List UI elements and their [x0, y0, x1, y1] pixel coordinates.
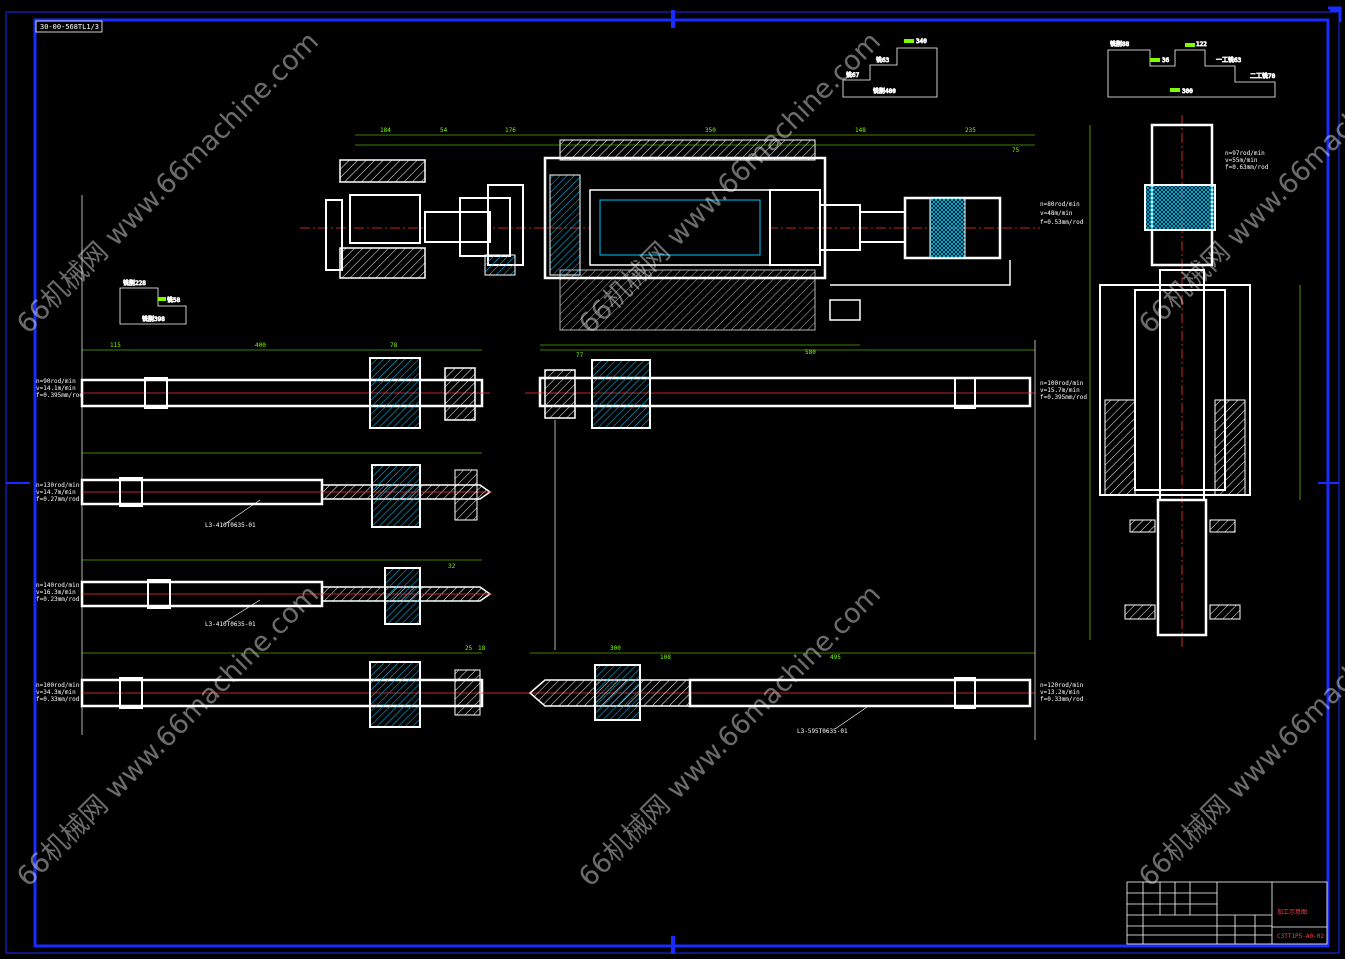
surface-annotation-top-right: 铣削88 122 36 一工铣63 二工铣70 300: [1107, 40, 1276, 98]
svg-text:v=15.7m/min: v=15.7m/min: [1040, 387, 1080, 394]
tool-row-1: 115 400 78 77 n=90rod/min v=14.1m/min f=…: [36, 342, 1087, 429]
svg-text:75: 75: [1012, 147, 1020, 154]
drawing-code-text: 30-00-568TL1/3: [40, 23, 99, 31]
svg-text:n=100rod/min: n=100rod/min: [36, 682, 80, 689]
svg-text:铣63: 铣63: [876, 56, 890, 64]
svg-text:300: 300: [610, 645, 621, 652]
watermark-text: 66机械网 www.66machine.com: [11, 579, 325, 893]
svg-text:铣67: 铣67: [846, 71, 860, 79]
svg-text:300: 300: [1182, 88, 1193, 95]
svg-text:L3-410T0635-01: L3-410T0635-01: [205, 522, 256, 529]
watermark-text: 66机械网 www.66machine.com: [573, 579, 887, 893]
svg-text:n=80rod/min: n=80rod/min: [1040, 201, 1080, 208]
right-vertical-unit: n=97rod/min v=55m/min f=0.63mm/rod: [1089, 115, 1301, 650]
svg-text:n=130rod/min: n=130rod/min: [36, 482, 80, 489]
svg-text:n=100rod/min: n=100rod/min: [1040, 380, 1084, 387]
svg-text:铣削400: 铣削400: [873, 87, 896, 95]
watermark-text: 66机械网 www.66machine.com: [1133, 579, 1345, 893]
svg-text:v=34.3m/min: v=34.3m/min: [36, 689, 76, 696]
svg-text:f=0.23mm/rod: f=0.23mm/rod: [36, 596, 80, 603]
svg-text:铣削88: 铣削88: [1110, 40, 1130, 48]
svg-text:n=97rod/min: n=97rod/min: [1225, 150, 1265, 157]
svg-text:400: 400: [255, 342, 266, 349]
svg-text:L3-410T0635-01: L3-410T0635-01: [205, 621, 256, 628]
drawing-frame: [5, 6, 1342, 954]
svg-text:340: 340: [916, 38, 927, 45]
svg-text:v=48m/min: v=48m/min: [1040, 210, 1073, 217]
svg-text:122: 122: [1196, 41, 1207, 48]
svg-text:v=55m/min: v=55m/min: [1225, 157, 1258, 164]
tool-row-2: L3-410T0635-01 n=130rod/min v=14.7m/min …: [36, 452, 492, 529]
watermark-text: 66机械网 www.66machine.com: [11, 26, 325, 340]
svg-text:350: 350: [705, 127, 716, 134]
svg-text:铣削398: 铣削398: [142, 315, 165, 323]
drawing-code-tag: 30-00-568TL1/3: [35, 20, 103, 33]
svg-text:54: 54: [440, 127, 448, 134]
svg-text:f=0.63mm/rod: f=0.63mm/rod: [1225, 164, 1269, 171]
svg-text:二工铣70: 二工铣70: [1250, 72, 1276, 80]
surface-annotation-top-center: 铣削400 铣63 铣67 340: [842, 38, 938, 98]
svg-text:f=0.27mm/rod: f=0.27mm/rod: [36, 496, 80, 503]
svg-text:235: 235: [965, 127, 976, 134]
svg-text:115: 115: [110, 342, 121, 349]
svg-text:77: 77: [576, 352, 584, 359]
svg-text:580: 580: [805, 349, 816, 356]
svg-text:495: 495: [830, 654, 841, 661]
svg-text:n=90rod/min: n=90rod/min: [36, 378, 76, 385]
svg-text:36: 36: [1162, 57, 1170, 64]
spindle-head-assembly: 184 54 176 350 148 235 75 580 n=80rod/mi…: [300, 127, 1084, 356]
tool-row-3: L3-410T0635-01 32 n=140rod/min v=16.3m/m…: [36, 559, 492, 628]
svg-text:v=14.7m/min: v=14.7m/min: [36, 489, 76, 496]
title-block-name: 加工示意图: [1277, 908, 1307, 916]
svg-text:176: 176: [505, 127, 516, 134]
svg-text:148: 148: [855, 127, 866, 134]
svg-text:v=16.3m/min: v=16.3m/min: [36, 589, 76, 596]
svg-text:f=0.33mm/rod: f=0.33mm/rod: [36, 696, 80, 703]
title-block-code: C3TT1P5-A0-02: [1277, 933, 1324, 940]
surface-annotation-left: 铣削228 铣58 铣削398: [119, 279, 187, 325]
svg-text:32: 32: [448, 563, 456, 570]
svg-text:铣削228: 铣削228: [123, 279, 146, 287]
svg-text:v=13.2m/min: v=13.2m/min: [1040, 689, 1080, 696]
title-block: [1126, 881, 1328, 945]
svg-text:25: 25: [465, 645, 473, 652]
svg-text:n=120rod/min: n=120rod/min: [1040, 682, 1084, 689]
svg-text:n=140rod/min: n=140rod/min: [36, 582, 80, 589]
svg-text:一工铣63: 一工铣63: [1216, 56, 1242, 64]
guide-lines: [81, 195, 1036, 740]
svg-text:18: 18: [478, 645, 486, 652]
svg-text:L3-595T0635-01: L3-595T0635-01: [797, 728, 848, 735]
svg-text:108: 108: [660, 654, 671, 661]
svg-text:f=0.395mm/rod: f=0.395mm/rod: [1040, 394, 1087, 401]
watermark-text: 66机械网 www.66machine.com: [1133, 26, 1345, 340]
svg-text:f=0.53mm/rod: f=0.53mm/rod: [1040, 219, 1084, 226]
svg-text:78: 78: [390, 342, 398, 349]
svg-text:184: 184: [380, 127, 391, 134]
svg-text:铣58: 铣58: [167, 296, 181, 304]
svg-text:v=14.1m/min: v=14.1m/min: [36, 385, 76, 392]
svg-text:f=0.395mm/rod: f=0.395mm/rod: [36, 392, 83, 399]
svg-text:f=0.33mm/rod: f=0.33mm/rod: [1040, 696, 1084, 703]
